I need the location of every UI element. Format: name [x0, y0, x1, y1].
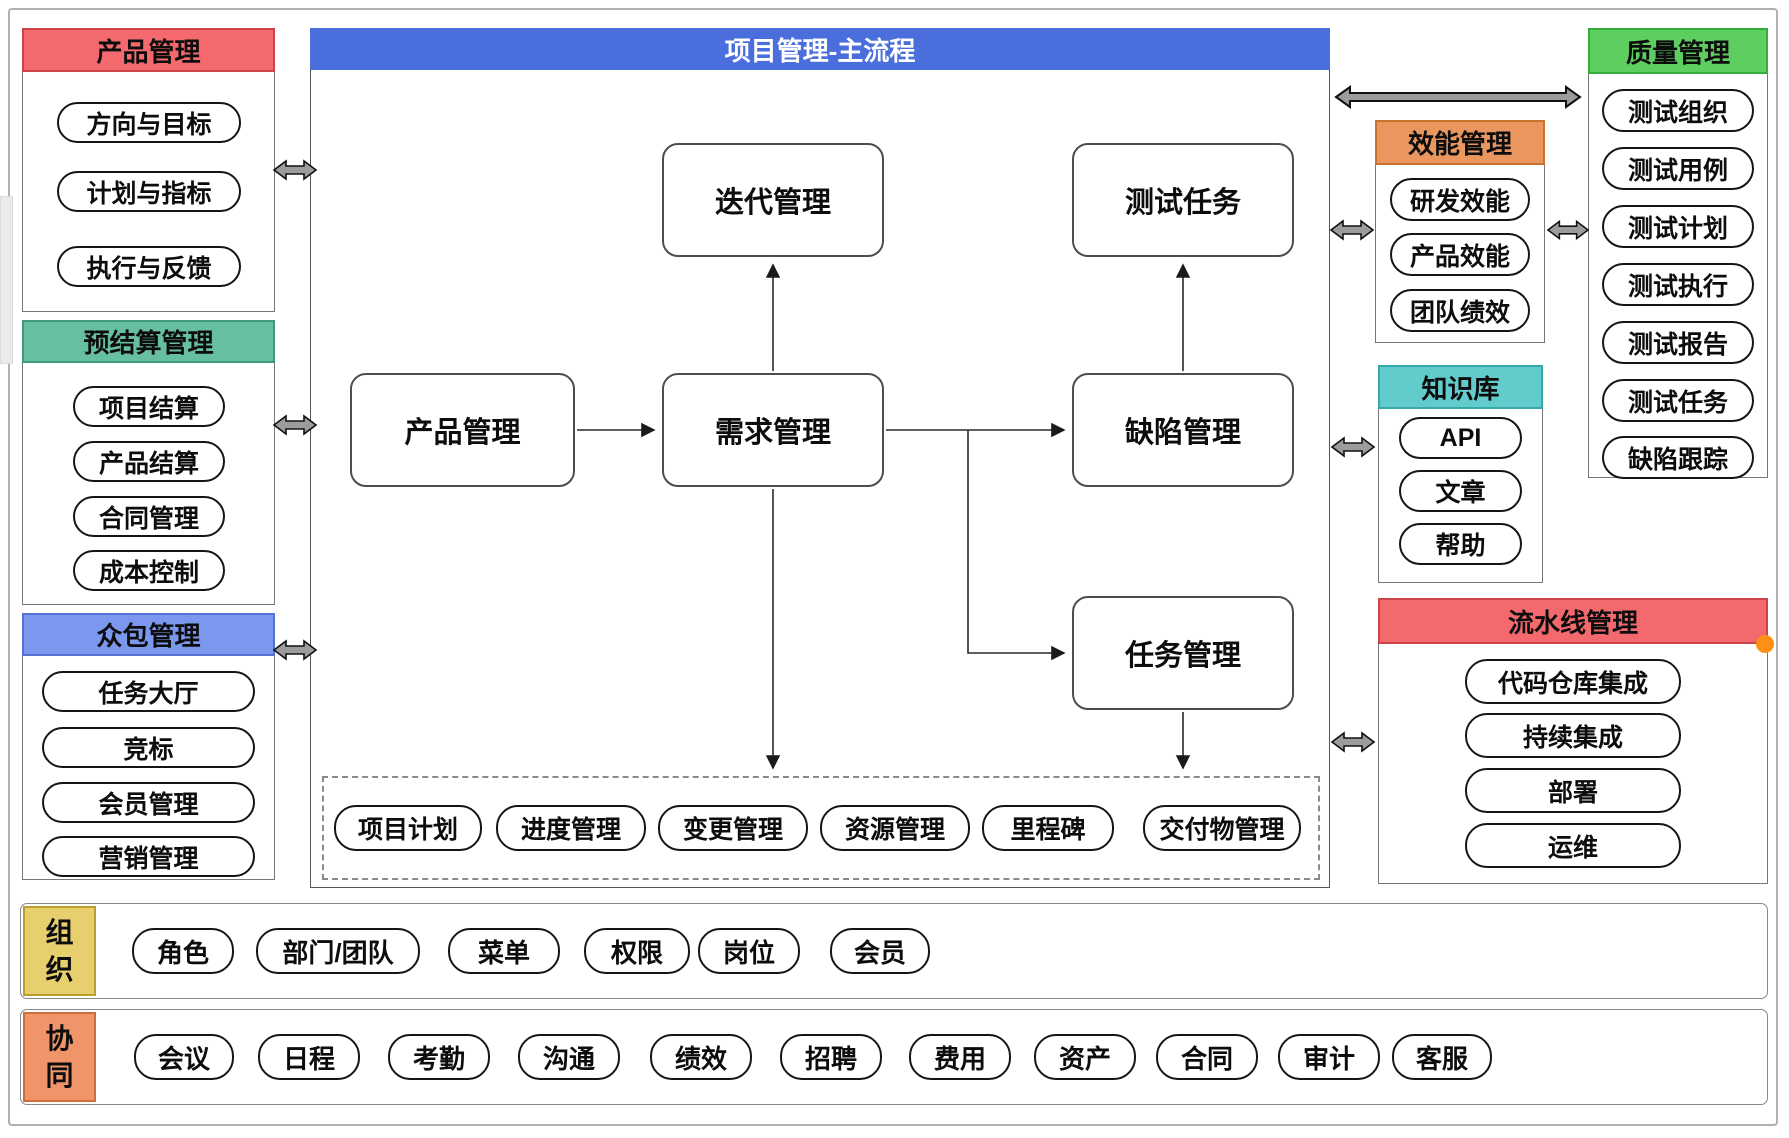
panel-main-flow-header[interactable]: 项目管理-主流程 [310, 28, 1330, 70]
panel-budget-mgmt-header[interactable]: 预结算管理 [22, 320, 275, 363]
pill-test-execution[interactable]: 测试执行 [1602, 263, 1754, 306]
window-edge-artifact [0, 196, 13, 364]
pill-test-report[interactable]: 测试报告 [1602, 321, 1754, 364]
pill-menu[interactable]: 菜单 [448, 928, 560, 974]
pill-direction-goal[interactable]: 方向与目标 [57, 102, 241, 143]
pill-help[interactable]: 帮助 [1399, 523, 1522, 565]
row-collaboration-label-text: 协同 [45, 1023, 74, 1091]
pill-continuous-integration[interactable]: 持续集成 [1465, 713, 1681, 758]
pill-progress-mgmt[interactable]: 进度管理 [496, 805, 646, 851]
pill-milestone[interactable]: 里程碑 [982, 805, 1114, 851]
pill-cost-control[interactable]: 成本控制 [73, 550, 225, 591]
panel-product-mgmt-header[interactable]: 产品管理 [22, 28, 275, 72]
pill-exec-feedback[interactable]: 执行与反馈 [57, 246, 241, 287]
pill-schedule[interactable]: 日程 [258, 1034, 360, 1080]
panel-crowdsourcing-mgmt-header[interactable]: 众包管理 [22, 613, 275, 656]
pill-dept-team[interactable]: 部门/团队 [256, 928, 420, 974]
row-organization-label-text: 组织 [45, 917, 74, 985]
pill-test-plan[interactable]: 测试计划 [1602, 205, 1754, 248]
pill-rd-efficiency[interactable]: 研发效能 [1390, 178, 1530, 221]
sub-process-group[interactable] [322, 776, 1320, 880]
pill-asset[interactable]: 资产 [1034, 1034, 1136, 1080]
pill-permission[interactable]: 权限 [584, 928, 690, 974]
pill-resource-mgmt[interactable]: 资源管理 [820, 805, 970, 851]
pill-product-settlement[interactable]: 产品结算 [73, 441, 225, 482]
panel-pipeline-mgmt-header[interactable]: 流水线管理 [1378, 598, 1768, 644]
panel-quality-mgmt-header[interactable]: 质量管理 [1588, 28, 1768, 74]
pill-product-efficiency[interactable]: 产品效能 [1390, 233, 1530, 276]
node-defect-mgmt[interactable]: 缺陷管理 [1072, 373, 1294, 487]
pill-recruitment[interactable]: 招聘 [780, 1034, 882, 1080]
pill-member[interactable]: 会员 [830, 928, 930, 974]
pill-test-task[interactable]: 测试任务 [1602, 379, 1754, 422]
panel-efficiency-mgmt-header[interactable]: 效能管理 [1375, 120, 1545, 165]
pill-performance[interactable]: 绩效 [650, 1034, 752, 1080]
pill-code-repo-integration[interactable]: 代码仓库集成 [1465, 659, 1681, 704]
pill-contract[interactable]: 合同 [1156, 1034, 1258, 1080]
pill-deploy[interactable]: 部署 [1465, 768, 1681, 813]
pill-ops[interactable]: 运维 [1465, 823, 1681, 868]
pill-api[interactable]: API [1399, 417, 1522, 459]
pill-member-mgmt[interactable]: 会员管理 [42, 782, 255, 823]
row-collaboration-label[interactable]: 协同 [23, 1012, 96, 1102]
pill-attendance[interactable]: 考勤 [388, 1034, 490, 1080]
pill-test-case[interactable]: 测试用例 [1602, 147, 1754, 190]
selection-handle-dot[interactable] [1756, 635, 1774, 653]
pill-expense[interactable]: 费用 [909, 1034, 1011, 1080]
pill-change-mgmt[interactable]: 变更管理 [658, 805, 808, 851]
panel-knowledge-base-header[interactable]: 知识库 [1378, 365, 1543, 409]
pill-defect-tracking[interactable]: 缺陷跟踪 [1602, 436, 1754, 479]
node-task-mgmt[interactable]: 任务管理 [1072, 596, 1294, 710]
pill-position[interactable]: 岗位 [698, 928, 800, 974]
pill-plan-kpi[interactable]: 计划与指标 [57, 171, 241, 212]
pill-project-settlement[interactable]: 项目结算 [73, 386, 225, 427]
node-product-mgmt[interactable]: 产品管理 [350, 373, 575, 487]
pill-audit[interactable]: 审计 [1278, 1034, 1380, 1080]
outer-frame [8, 8, 1778, 1126]
row-organization-label[interactable]: 组织 [23, 906, 96, 996]
pill-bidding[interactable]: 竞标 [42, 727, 255, 768]
pill-marketing-mgmt[interactable]: 营销管理 [42, 836, 255, 877]
node-requirement-mgmt[interactable]: 需求管理 [662, 373, 884, 487]
pill-article[interactable]: 文章 [1399, 470, 1522, 512]
pill-meeting[interactable]: 会议 [134, 1034, 234, 1080]
node-test-task[interactable]: 测试任务 [1072, 143, 1294, 257]
pill-contract-mgmt[interactable]: 合同管理 [73, 496, 225, 537]
pill-customer-service[interactable]: 客服 [1392, 1034, 1492, 1080]
pill-communication[interactable]: 沟通 [518, 1034, 620, 1080]
pill-project-plan[interactable]: 项目计划 [334, 805, 482, 851]
pill-team-performance[interactable]: 团队绩效 [1390, 289, 1530, 332]
pill-deliverable-mgmt[interactable]: 交付物管理 [1143, 805, 1301, 851]
pill-task-hall[interactable]: 任务大厅 [42, 671, 255, 712]
node-iteration-mgmt[interactable]: 迭代管理 [662, 143, 884, 257]
pill-test-org[interactable]: 测试组织 [1602, 89, 1754, 132]
pill-role[interactable]: 角色 [132, 928, 234, 974]
